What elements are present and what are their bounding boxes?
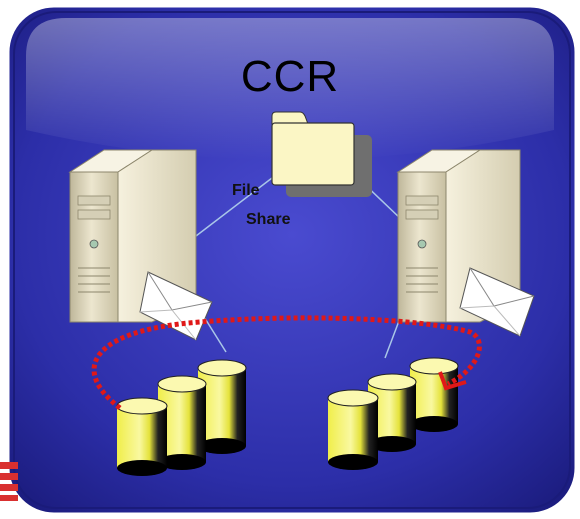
- right-server-icon: [396, 149, 521, 323]
- panel-gloss: [26, 18, 554, 160]
- file-share-label: File Share: [232, 176, 302, 234]
- link-left-server-share: [195, 177, 273, 237]
- left-mail-envelope-icon: [139, 271, 213, 341]
- database-icon: [327, 389, 379, 470]
- file-share-label-line1: File: [232, 182, 260, 199]
- corner-logo-fragment: [0, 462, 18, 501]
- arrow-head-icon: [438, 371, 467, 391]
- right-mail-envelope-icon: [459, 267, 535, 337]
- panel-inner-border: [13, 11, 571, 509]
- diagram-title: CCR: [240, 52, 340, 101]
- file-share-folder-icon: [271, 111, 372, 197]
- file-share-label-line2: Share: [246, 211, 291, 228]
- database-icon: [116, 397, 168, 476]
- right-database-stack: [327, 357, 459, 470]
- log-replication-arrow: [91, 315, 482, 410]
- left-database-stack: [116, 359, 247, 476]
- database-icon: [409, 357, 459, 432]
